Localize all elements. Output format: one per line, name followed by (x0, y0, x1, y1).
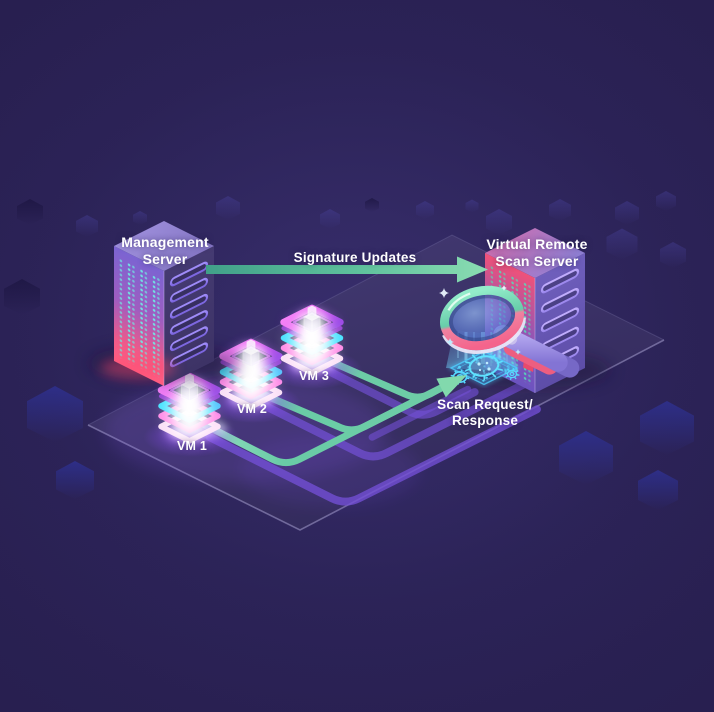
scan-request-label: Scan Request/ Response (437, 397, 533, 428)
magnifier-scanner (439, 285, 580, 378)
scan-flow-lines (201, 352, 449, 467)
hexagon-decoration (4, 279, 40, 315)
management-server-label: Management Server (121, 234, 209, 267)
hexagon-decoration (76, 215, 98, 237)
hexagon-decoration (56, 461, 94, 499)
bug-icon (465, 351, 503, 381)
background-hexagons (4, 191, 694, 510)
hexagon-decoration (320, 209, 340, 229)
track-lane-vm2 (255, 368, 553, 461)
server-vent-slot (169, 261, 209, 287)
scan-request-arrowhead (436, 375, 467, 398)
hexagon-decoration (638, 470, 678, 510)
virus-panel (447, 349, 521, 387)
server-vent-slot (169, 293, 209, 319)
hexagon-decoration (640, 401, 694, 455)
server-vent-slot (540, 268, 580, 294)
signature-updates-label: Signature Updates (293, 250, 417, 265)
hexagon-decoration (486, 209, 512, 235)
flow-line-vm1 (201, 382, 449, 467)
server-top-face (485, 228, 585, 278)
sparkle-icon (439, 288, 449, 298)
server-vent-slot (169, 277, 209, 303)
gear-icon (504, 367, 520, 381)
server-led-matrix (119, 257, 160, 379)
hexagon-decoration (416, 201, 434, 219)
server-vent-slot (169, 310, 209, 335)
hexagon-decoration (216, 196, 240, 220)
track-lane-trunk (368, 385, 472, 441)
server-left-face (114, 245, 164, 387)
signature-updates-arrow (206, 256, 488, 283)
hexagon-decoration (615, 201, 639, 225)
hexagon-decoration (549, 199, 571, 221)
server-base-glow (100, 357, 176, 379)
server-top-face (114, 221, 214, 271)
circuit-track-lanes (205, 364, 553, 506)
vm3-label: VM 3 (299, 369, 329, 383)
server-vent-slot (540, 288, 580, 313)
hexagon-decoration (606, 228, 638, 260)
magnifier-lens (439, 285, 526, 354)
hexagon-decoration (656, 191, 676, 211)
server-vent-slot (169, 326, 209, 352)
track-lane-vm1 (205, 405, 541, 506)
sparkle-icon (446, 338, 454, 346)
hexagon-decoration (465, 199, 479, 213)
hexagon-decoration (365, 198, 379, 212)
server-vent-slot (540, 307, 580, 333)
hexagon-decoration (559, 431, 613, 485)
hexagon-decoration (27, 386, 83, 442)
server-right-face (164, 245, 214, 386)
hexagon-decoration (133, 211, 147, 225)
sparkle-icon (501, 285, 507, 291)
vm1-label: VM 1 (177, 439, 207, 453)
scan-server-label: Virtual Remote Scan Server (486, 236, 588, 269)
hexagon-decoration (660, 242, 686, 268)
management-server-graphic (88, 221, 240, 387)
vm2-label: VM 2 (237, 402, 267, 416)
sparkle-icon (515, 349, 521, 355)
hexagon-decoration (17, 199, 43, 225)
